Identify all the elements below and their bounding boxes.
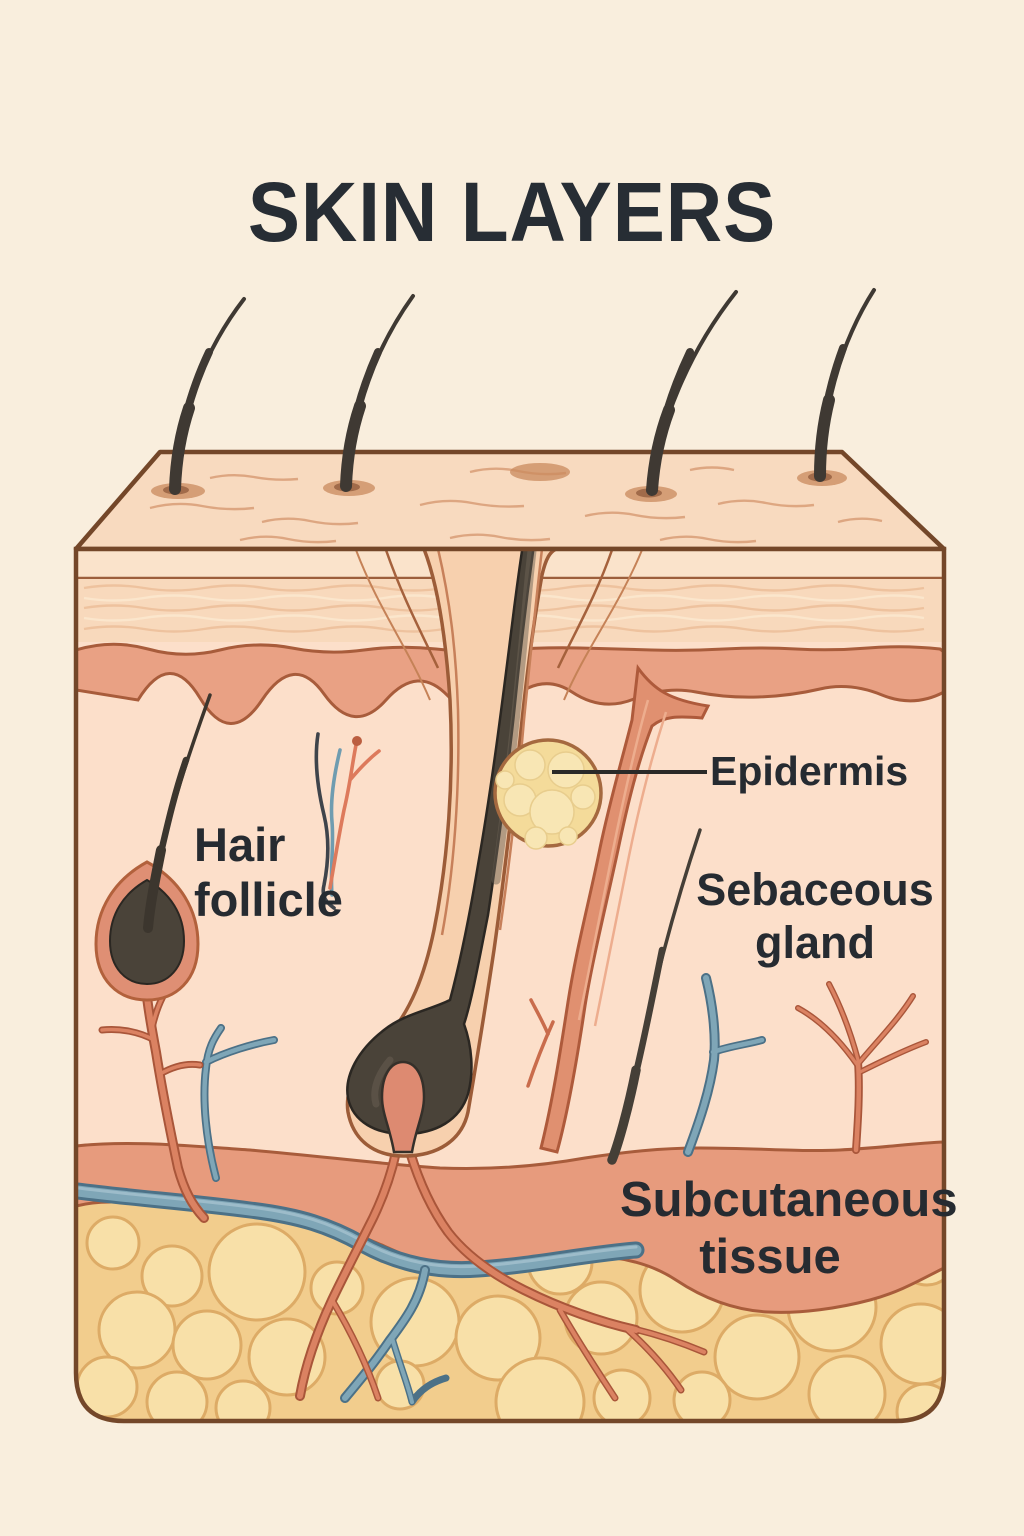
poster-title: SKIN LAYERS xyxy=(247,165,777,260)
label-epidermis: Epidermis xyxy=(710,748,909,794)
nerve-ending-dot xyxy=(352,736,362,746)
follicle-funnel-folds xyxy=(355,549,643,701)
arteries xyxy=(98,978,929,1402)
arrector-pili-muscle xyxy=(539,664,711,1154)
hair-4 xyxy=(646,290,738,496)
skin-block-outline xyxy=(73,546,947,1424)
hair-1 xyxy=(169,297,246,495)
right-hair xyxy=(607,828,702,1165)
hair-2 xyxy=(340,294,415,492)
dermal-papilla xyxy=(380,1060,426,1154)
label-hair-follicle: Hair follicle xyxy=(194,818,343,926)
surface-hairs xyxy=(151,288,876,502)
capillary-artery xyxy=(328,743,381,890)
small-hair-follicle xyxy=(94,693,212,1002)
nerve xyxy=(314,732,336,910)
skin-top-face xyxy=(73,449,947,552)
label-subcutaneous-tissue: Subcutaneous tissue xyxy=(620,1173,958,1285)
hair-5 xyxy=(814,288,876,482)
sebaceous-gland xyxy=(493,738,603,850)
label-sebaceous-gland: Sebaceous gland xyxy=(696,864,934,968)
nerve-capillary-cluster xyxy=(314,732,381,910)
vein-branches xyxy=(340,1265,450,1406)
vein-branch-left xyxy=(200,1024,278,1182)
vein-branch-right xyxy=(683,973,766,1157)
